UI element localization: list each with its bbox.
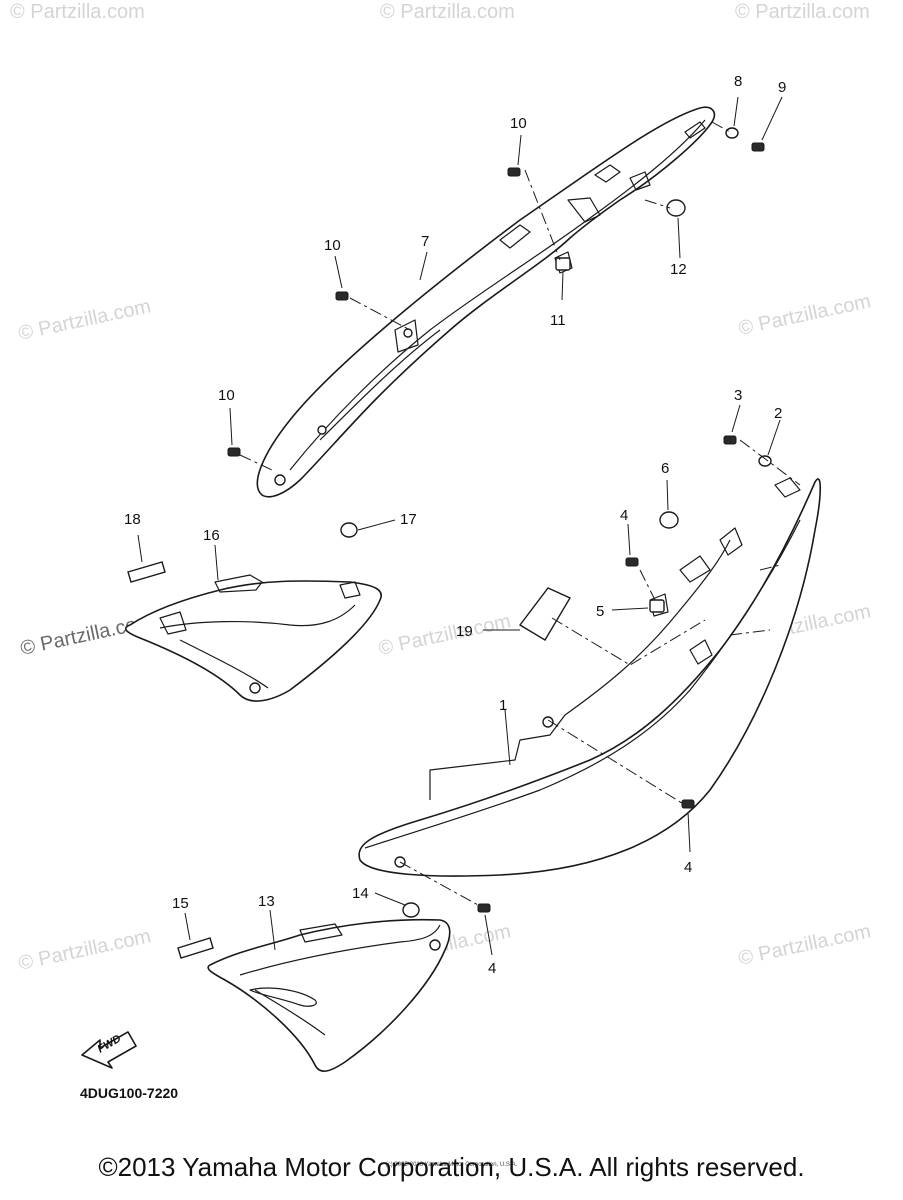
watermark: © Partzilla.com — [735, 1, 870, 23]
part-16-side-panel — [124, 574, 382, 702]
callout-4: 4 — [620, 507, 628, 524]
callout-10: 10 — [510, 115, 527, 132]
diagram-code: 4DUG100-7220 — [80, 1085, 178, 1101]
callout-4: 4 — [684, 859, 692, 876]
callout-3: 3 — [734, 387, 742, 404]
callout-15: 15 — [172, 895, 189, 912]
watermark: © Partzilla.com — [736, 920, 872, 970]
callout-12: 12 — [670, 261, 687, 278]
callout-1: 1 — [499, 697, 507, 714]
fwd-arrow: FWD — [81, 1031, 137, 1069]
callout-16: 16 — [203, 527, 220, 544]
part-1-side-cover — [358, 477, 821, 877]
callout-18: 18 — [124, 511, 141, 528]
hardware — [127, 127, 772, 959]
watermark: © Partzilla.com — [16, 925, 152, 975]
leader-lines — [137, 96, 801, 956]
watermark: © Partzilla.com — [10, 1, 145, 23]
callout-10: 10 — [218, 387, 235, 404]
callout-9: 9 — [778, 79, 786, 96]
callout-2: 2 — [774, 405, 782, 422]
watermark: © Partzilla.com — [16, 295, 152, 345]
part-7-upper-tail-cover — [256, 106, 716, 498]
watermark: © Partzilla.com — [736, 290, 872, 340]
callout-11: 11 — [550, 312, 566, 329]
callout-14: 14 — [352, 885, 369, 902]
callout-7: 7 — [421, 233, 429, 250]
copyright: ©2013 Yamaha Motor Corporation, U.S.A. A… — [98, 1152, 805, 1182]
copyright-small: (c) 2005-2016 Yamaha Motor Corporation, … — [385, 1162, 518, 1168]
callout-19: 19 — [456, 623, 473, 640]
callout-5: 5 — [596, 603, 604, 620]
watermark: © Partzilla.com — [376, 610, 512, 660]
part-13-side-panel — [207, 918, 451, 1072]
callouts: 1 2 3 4 4 4 5 6 7 8 9 10 10 10 11 12 13 … — [124, 73, 786, 977]
callout-4: 4 — [488, 960, 496, 977]
callout-10: 10 — [324, 237, 341, 254]
watermark: © Partzilla.com — [380, 1, 515, 23]
callout-13: 13 — [258, 893, 275, 910]
callout-6: 6 — [661, 460, 669, 477]
callout-17: 17 — [400, 511, 417, 528]
callout-8: 8 — [734, 73, 742, 90]
